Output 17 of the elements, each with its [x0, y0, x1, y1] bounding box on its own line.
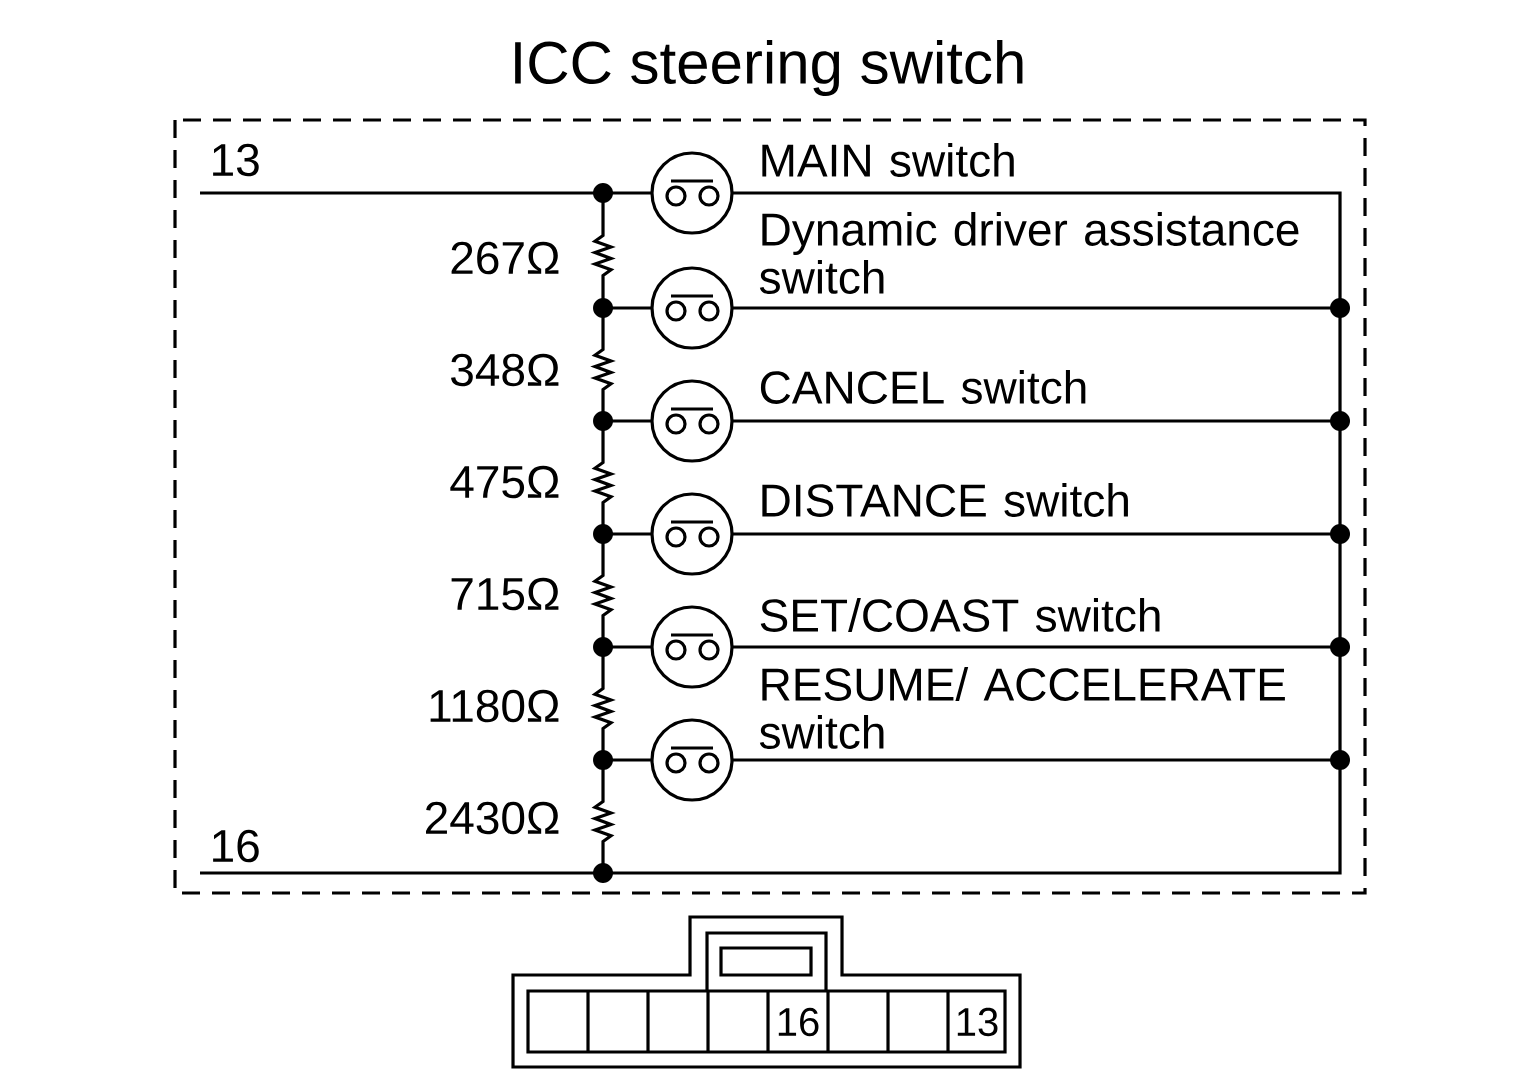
pin-number: 13: [957, 1007, 998, 1037]
resistance-label: 267Ω: [451, 241, 559, 275]
switch-label: Dynamic driver assistance switch: [759, 212, 1299, 294]
pin-number: 16: [778, 1007, 819, 1037]
resistance-label: 2430Ω: [426, 801, 559, 835]
resistance-label: 475Ω: [450, 465, 559, 499]
switch-label: DISTANCE switch: [762, 483, 1128, 517]
resistance-label: 715Ω: [451, 577, 559, 611]
switch-label: MAIN switch: [762, 143, 1014, 177]
switch-label: RESUME/ ACCELERATE switch: [759, 667, 1285, 749]
switch-label: CANCEL switch: [760, 370, 1086, 404]
title: ICC steering switch: [515, 40, 1023, 96]
switch-label: SET/COAST switch: [760, 598, 1160, 632]
resistance-label: 348Ω: [451, 353, 559, 387]
terminal-label: 13: [213, 143, 259, 177]
terminal-label: 16: [213, 829, 259, 863]
resistance-label: 1180Ω: [430, 689, 559, 723]
